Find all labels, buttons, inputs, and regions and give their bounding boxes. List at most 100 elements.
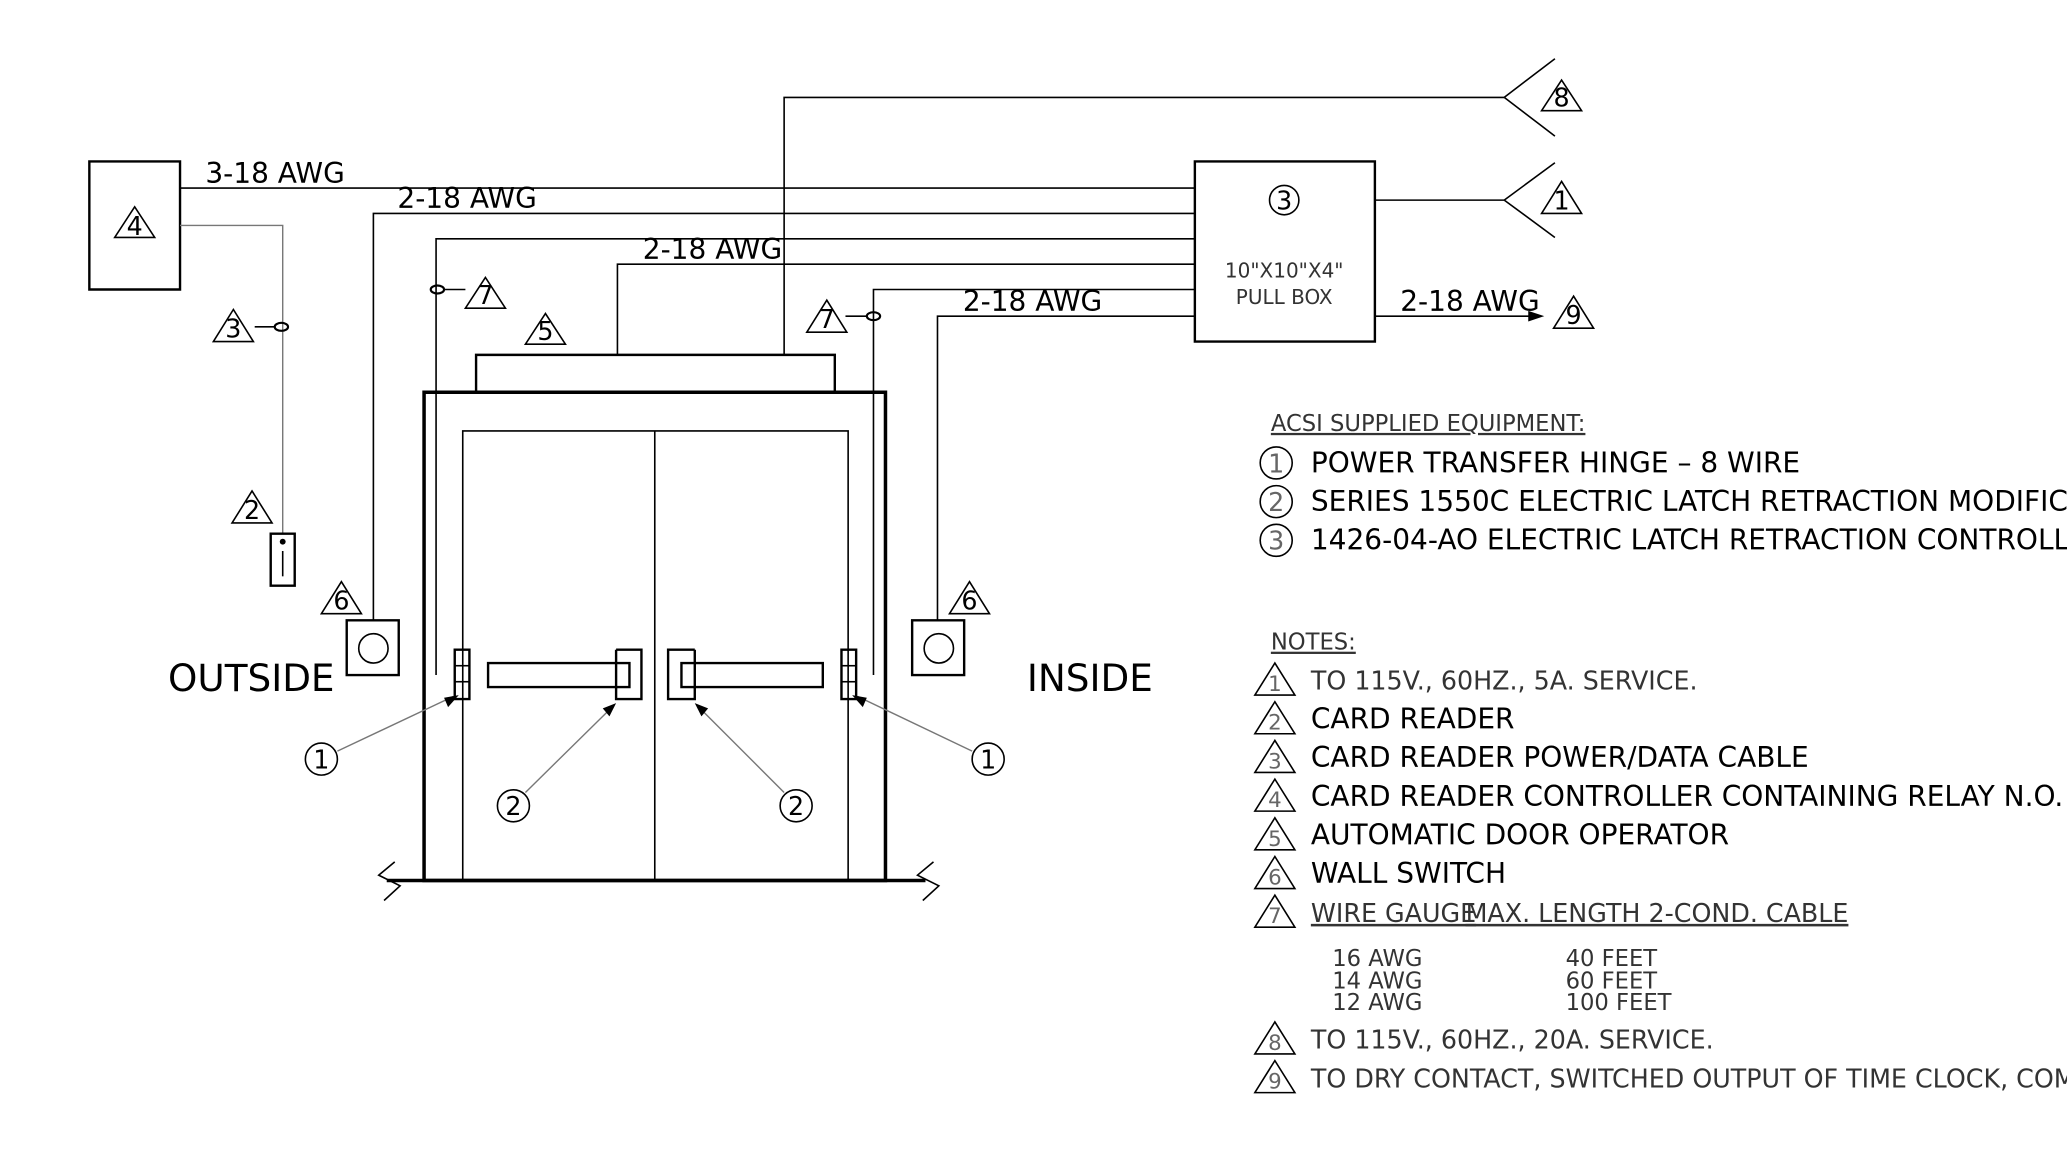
automatic-door-operator (476, 355, 835, 392)
note-tag-triangle (807, 300, 847, 332)
tag-cable-gauge-left: 7 (477, 280, 493, 310)
card-reader (271, 534, 295, 586)
note-number: 9 (1268, 1070, 1282, 1095)
service-fork-lower (1504, 200, 1555, 237)
equipment-number: 2 (1268, 487, 1284, 517)
exit-device-right-bar (695, 663, 823, 687)
note-text: CARD READER POWER/DATA CABLE (1311, 741, 1809, 774)
tag-cable-gauge-right: 7 (819, 304, 835, 334)
note-text: AUTOMATIC DOOR OPERATOR (1311, 818, 1729, 851)
note-triangle (1255, 663, 1295, 695)
note-number: 4 (1268, 788, 1282, 813)
note-tag-triangle (525, 314, 565, 345)
wall-switch-left (347, 620, 399, 675)
pull-box-label: PULL BOX (1236, 285, 1333, 309)
callout-latch-left: 2 (505, 791, 521, 821)
equipment-heading: ACSI SUPPLIED EQUIPMENT: (1271, 411, 1586, 437)
tag-dry-contact: 9 (1566, 300, 1582, 330)
hinge-left (455, 650, 470, 699)
wire-label-w4: 2-18 AWG (963, 285, 1102, 318)
gauge-row-length: 40 FEET (1566, 946, 1658, 972)
callout-circle (780, 790, 812, 822)
cable-tick-oval (273, 321, 290, 332)
note-triangle (1255, 856, 1295, 888)
tag-service-5a: 1 (1554, 185, 1570, 215)
wall-switch-right (912, 620, 964, 675)
equipment-number: 3 (1268, 526, 1284, 556)
note-triangle (1255, 740, 1295, 772)
tag-wall-switch-right: 6 (961, 586, 977, 616)
note-number: 2 (1268, 711, 1282, 736)
callout-hinge-right: 1 (980, 744, 996, 774)
equipment-number: 1 (1268, 448, 1284, 478)
tag-service-20a: 8 (1554, 83, 1570, 113)
arrowhead (694, 703, 709, 717)
callout-circle (972, 743, 1004, 775)
note-number: 8 (1268, 1031, 1282, 1056)
wire-label-w1: 3-18 AWG (205, 157, 344, 190)
outside-label: OUTSIDE (168, 656, 335, 700)
note-triangle (1255, 1061, 1295, 1093)
pull-box-tag-circle (1270, 185, 1299, 214)
exit-device-right-latch (668, 650, 695, 699)
equipment-number-circle (1260, 447, 1292, 479)
wire-hinge-right (873, 290, 1194, 676)
wire-label-w2: 2-18 AWG (397, 182, 536, 215)
card-reader-led (279, 538, 286, 545)
equipment-number-circle (1260, 486, 1292, 518)
note-text: TO DRY CONTACT, SWITCHED OUTPUT OF TIME … (1310, 1063, 2067, 1093)
gauge-row-gauge: 12 AWG (1332, 990, 1422, 1016)
hinge-right (841, 650, 856, 699)
callout-latch-right: 2 (788, 791, 804, 821)
note-tag-triangle (1542, 181, 1582, 213)
note-text: CARD READER (1311, 702, 1515, 735)
note-triangle (1255, 779, 1295, 811)
gauge-table-header-gauge: WIRE GAUGE (1311, 898, 1476, 928)
note-text: WALL SWITCH (1311, 857, 1506, 890)
card-reader-cable (180, 225, 283, 533)
wall-switch-left-button (359, 634, 388, 663)
leader-hinge-right (857, 696, 972, 751)
wire-label-w5: 2-18 AWG (1400, 285, 1539, 318)
callout-hinge-left: 1 (313, 744, 329, 774)
gauge-row-gauge: 14 AWG (1332, 969, 1422, 995)
pull-box-size: 10"X10"X4" (1225, 258, 1344, 282)
wire-door-operator (617, 264, 1194, 355)
tag-reader: 2 (244, 495, 260, 525)
equipment-text: POWER TRANSFER HINGE – 8 WIRE (1311, 446, 1800, 479)
note-text: TO 115V., 60HZ., 20A. SERVICE. (1310, 1025, 1714, 1055)
note-number: 1 (1268, 672, 1282, 697)
notes-heading: NOTES: (1271, 630, 1356, 656)
tag-wall-switch-left: 6 (333, 586, 349, 616)
note-tag-triangle (1542, 80, 1582, 111)
wire-hinge-left (436, 239, 1195, 675)
gauge-row-length: 60 FEET (1566, 969, 1658, 995)
tag-pull-box: 3 (1276, 185, 1292, 215)
note-triangle (1255, 702, 1295, 734)
service-fork-upper (1504, 59, 1555, 98)
exit-device-left-bar (488, 663, 616, 687)
wall-switch-right-button (924, 634, 953, 663)
note-triangle (1255, 1022, 1295, 1054)
exit-device-left-latch (616, 650, 641, 699)
note-tag-triangle (1554, 296, 1594, 328)
equipment-number-circle (1260, 524, 1292, 556)
note-number: 7 (1268, 904, 1282, 929)
gauge-row-gauge: 16 AWG (1332, 946, 1422, 972)
gauge-table-header-length: MAX. LENGTH 2-COND. CABLE (1466, 898, 1849, 928)
note-tag-triangle (213, 310, 253, 342)
arrowhead (1528, 310, 1545, 322)
callout-circle (305, 743, 337, 775)
wire-service-20a (784, 97, 1504, 354)
note-number: 5 (1268, 827, 1282, 852)
callout-circle (497, 790, 529, 822)
leader-latch-right (699, 707, 784, 792)
leader-latch-left (525, 707, 612, 792)
equipment-text: 1426-04-AO ELECTRIC LATCH RETRACTION CON… (1311, 524, 2067, 557)
tag-operator: 5 (537, 316, 553, 346)
wire-wall-switch-left (373, 213, 1194, 620)
tag-cable: 3 (225, 314, 241, 344)
note-tag-triangle (465, 277, 505, 308)
wire-label-w3: 2-18 AWG (643, 233, 782, 266)
